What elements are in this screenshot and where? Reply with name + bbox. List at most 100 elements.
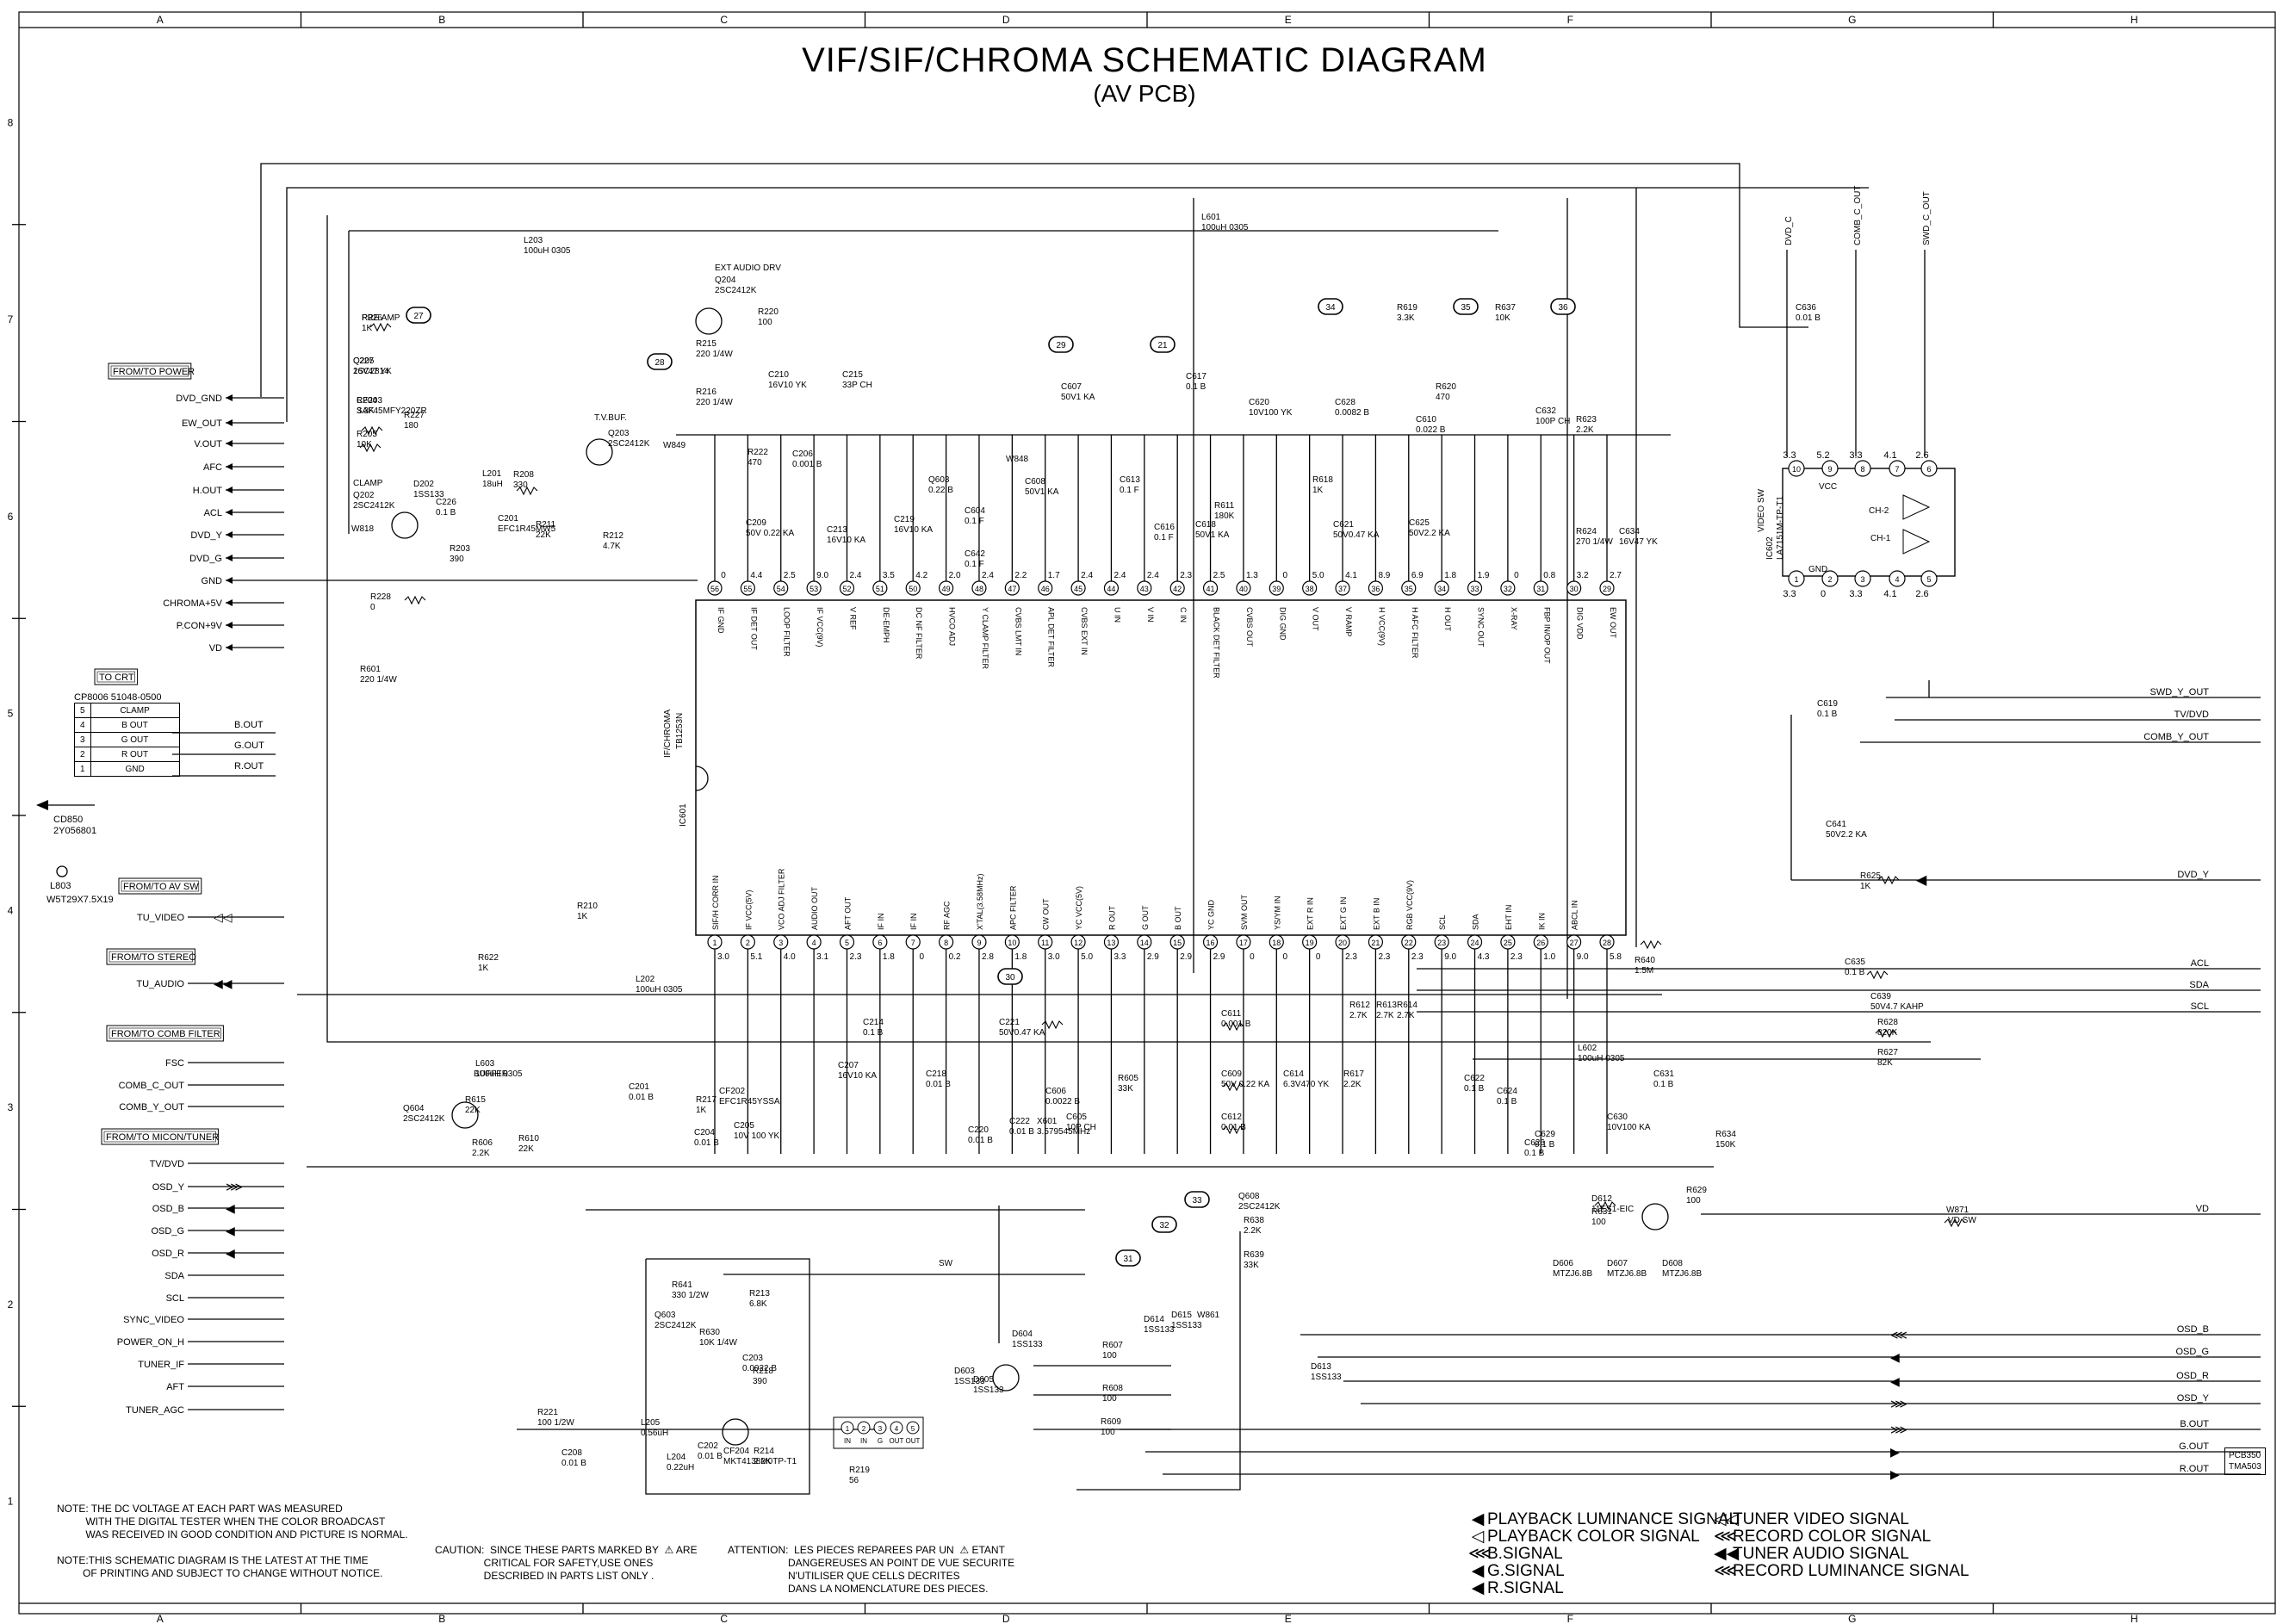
- dvd-y-arrow-icon: ◀: [1916, 873, 1927, 888]
- component-ref: X601: [1037, 1117, 1058, 1126]
- ic601-pin-label: FBP IN/OP OUT: [1542, 607, 1551, 664]
- component-ref: R608: [1102, 1384, 1123, 1393]
- component-value: 0.1 F: [1154, 533, 1174, 542]
- ic601-pin-voltage: 5.1: [750, 952, 762, 962]
- ic601-pin-label: H OUT: [1443, 607, 1452, 632]
- legend-row: ⋘RECORD COLOR SIGNAL: [1714, 1528, 1970, 1546]
- component-ref: C202: [698, 1441, 718, 1451]
- component-value: 0.001 B: [1221, 1020, 1251, 1029]
- component-ref: SW: [939, 1259, 953, 1268]
- legend-signal-arrow-icon: ◀◀: [1714, 1545, 1740, 1563]
- ic601-pin-voltage: 4.1: [1345, 571, 1357, 580]
- ic601-pin-voltage: 2.5: [1213, 571, 1225, 580]
- legend-signal-arrow-icon: ⋘: [1714, 1528, 1738, 1546]
- component-ref: C631: [1653, 1069, 1674, 1079]
- component-ref: C608: [1025, 477, 1045, 487]
- legend-left: ◀PLAYBACK LUMINANCE SIGNAL◁PLAYBACK COLO…: [1468, 1511, 1738, 1597]
- ic601-pin-voltage: 1.7: [1048, 571, 1060, 580]
- grid-row-label: 8: [8, 116, 14, 128]
- signal-arrow: [226, 463, 233, 470]
- component-ref: C214: [863, 1018, 884, 1027]
- grid-row-label: 1: [8, 1496, 14, 1508]
- component-ref: C205: [734, 1121, 754, 1131]
- component-ref: EXT AUDIO DRV: [715, 263, 781, 273]
- right-signal-acl: ACL: [2191, 958, 2209, 969]
- component-value: 330: [513, 480, 528, 490]
- note-dc-voltage: NOTE: THE DC VOLTAGE AT EACH PART WAS ME…: [57, 1503, 408, 1540]
- ic602-signal-label: COMB_C_OUT: [1853, 186, 1863, 245]
- component-ref: C604: [965, 506, 985, 516]
- ic601-pin-number: 7: [911, 939, 915, 947]
- signal-arrow: [226, 419, 233, 426]
- legend-signal-arrow-icon: ⋘: [1468, 1545, 1492, 1563]
- title-block: VIF/SIF/CHROMA SCHEMATIC DIAGRAM (AV PCB…: [0, 41, 2289, 108]
- component-value: 0.001 B: [792, 460, 822, 469]
- component-ref: C222: [1009, 1117, 1030, 1126]
- component-ref: R619: [1397, 303, 1417, 313]
- ic601-pin-label: V IN: [1146, 607, 1155, 623]
- component-value: 50V2.2 KA: [1409, 529, 1450, 538]
- reference-badge-number: 33: [1192, 1196, 1202, 1206]
- component-value: 2SC2412K: [654, 1321, 697, 1330]
- component-ref: R218: [753, 1367, 773, 1376]
- component-value: 56: [849, 1476, 859, 1485]
- right-signal-arrow-icon: ◀: [1890, 1350, 1900, 1364]
- right-signal-arrow-icon: ◀: [1890, 1374, 1900, 1388]
- ic602-pin: [1821, 570, 1839, 587]
- component-value: 0.1 B: [1817, 710, 1838, 719]
- ic601-pin-voltage: 2.0: [949, 571, 961, 580]
- component-ref: L204: [667, 1453, 686, 1462]
- tag-from-to-stereo-box: [106, 948, 195, 965]
- component-value: 0.1 F: [965, 517, 984, 526]
- tag-from-to-micon-tuner-inner: [103, 1131, 216, 1143]
- ic601-pin-label: IK IN: [1537, 913, 1546, 930]
- ic601-pin-label: IF IN: [877, 914, 885, 931]
- ic601-name: IF/CHROMA: [663, 710, 673, 758]
- tuner-audio-arrow-icon: ◀◀: [214, 976, 233, 990]
- tag-from-to-stereo-inner: [109, 951, 193, 963]
- crt-pin-signal: G OUT: [90, 732, 180, 747]
- component-ref: R606: [472, 1138, 493, 1148]
- component-ref: R601: [360, 665, 381, 674]
- legend-signal-arrow-icon: ◀: [1471, 1510, 1485, 1528]
- ic602-vcc-label: VCC: [1819, 482, 1837, 492]
- ic601-pin-voltage: 2.4: [1081, 571, 1093, 580]
- component-ref: R213: [749, 1289, 770, 1299]
- component-value: 100: [1101, 1428, 1115, 1437]
- component-ref: PRE AMP: [362, 313, 400, 323]
- osd-arrow-icon: ⋙: [226, 1180, 243, 1193]
- legend-text: PLAYBACK LUMINANCE SIGNAL: [1487, 1510, 1739, 1528]
- component-value: 50V0.47 KA: [999, 1028, 1045, 1038]
- component-ref: R610: [518, 1134, 539, 1144]
- crt-pin-number: 2: [74, 747, 91, 762]
- component-value: 50V2.2 KA: [1826, 830, 1867, 840]
- ic601-pin-number: 46: [1041, 585, 1050, 593]
- signal-arrow: [226, 509, 233, 516]
- ic601-pin-voltage: 2.3: [1411, 952, 1424, 962]
- ic601-pin-label: SIF/H CORR IN: [711, 875, 720, 930]
- tag-from-to-micon-tuner: FROM/TO MICON/TUNER: [106, 1132, 219, 1143]
- signal-label-fsc: FSC: [165, 1058, 184, 1069]
- component-ref: C220: [968, 1125, 989, 1135]
- component-value: 0.0082 B: [1335, 408, 1369, 418]
- component-ref: R609: [1101, 1417, 1121, 1427]
- ic601-pin-voltage: 4.0: [784, 952, 796, 962]
- component-value: 82K: [1877, 1058, 1893, 1068]
- component-ref: D606: [1553, 1259, 1573, 1268]
- component-ref: C629: [1535, 1130, 1555, 1139]
- ic601-pin-voltage: 5.0: [1312, 571, 1324, 580]
- ic601-pin-label: CVBS OUT: [1245, 607, 1254, 648]
- ic601-pin-number: 56: [710, 585, 719, 593]
- component-value: 0.01 B: [698, 1452, 723, 1461]
- signal-label-h.out: H.OUT: [193, 486, 223, 496]
- ic601-pin-label: SDA: [1472, 914, 1480, 930]
- ic601-pin-label: V REF: [848, 607, 857, 630]
- ic602-pin: [1920, 460, 1938, 477]
- reference-badge: [406, 307, 431, 324]
- ic601-pin-number: 33: [1471, 585, 1479, 593]
- component-value: 0.1 F: [965, 560, 984, 569]
- ic601-pin-label: DIG VDD: [1576, 607, 1585, 640]
- ic601-pin-number: 15: [1173, 939, 1182, 947]
- component-value: 0.01 B: [926, 1080, 951, 1089]
